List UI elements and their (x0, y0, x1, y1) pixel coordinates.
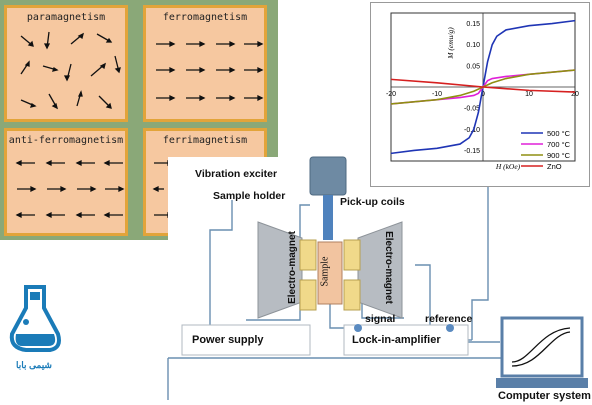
legend-label: ZnO (547, 162, 562, 171)
logo-text: شیمی بابا (16, 360, 52, 370)
reference-port (446, 324, 454, 332)
computer-system-label: Computer system (498, 390, 591, 402)
chart-legend: 500 °C 700 °C 900 °C ZnO (521, 129, 571, 171)
chart-lines (390, 19, 576, 155)
electromagnet-left-label: Electro-magnet (286, 231, 298, 304)
vibration-exciter (309, 156, 347, 196)
signal-port (354, 324, 362, 332)
magnetization-chart: -20 -10 0 10 20 -0.15 -0.10 -0.05 0.05 0.10 0.15 H … (370, 2, 590, 187)
x-tick-label: 10 (525, 91, 533, 98)
flask-logo (9, 285, 61, 352)
ferromagnetism-label: ferromagnetism (162, 12, 248, 23)
y-tick-label: 0.15 (466, 21, 480, 28)
ferrimagnetism-label: ferrimagnetism (162, 135, 248, 146)
pickup-coils-label: Pick-up coils (340, 196, 405, 208)
ferromagnetism-box: ferromagnetism (143, 5, 267, 122)
antiferromagnetism-arrows (15, 159, 125, 219)
x-tick-label: -20 (386, 91, 396, 98)
legend-label: 900 °C (547, 151, 571, 160)
pickup-coil-1 (299, 239, 317, 271)
pickup-coil-3 (343, 239, 361, 271)
antiferromagnetism-box: anti-ferromagnetism (4, 128, 128, 236)
sample-block (317, 241, 343, 305)
sample-holder-label: Sample holder (213, 190, 286, 202)
y-tick-label: 0.10 (466, 42, 480, 49)
y-tick-label: -0.10 (464, 127, 480, 134)
antiferromagnetism-label: anti-ferromagnetism (8, 135, 124, 146)
ferromagnetism-arrows (156, 40, 264, 102)
hysteresis-icon (511, 327, 571, 367)
lock-in-label: Lock-in-amplifier (352, 334, 441, 346)
y-tick-label: -0.15 (464, 148, 480, 155)
x-tick-label: -10 (432, 91, 442, 98)
x-tick-label: 0 (481, 91, 485, 98)
y-tick-label: -0.05 (464, 106, 480, 113)
legend-label: 500 °C (547, 129, 571, 138)
power-supply-box (181, 324, 311, 356)
paramagnetism-box: paramagnetism (4, 5, 128, 122)
x-axis-label: H (kOe) (495, 162, 521, 171)
series-line (390, 78, 576, 93)
electromagnet-right-label: Electro-magnet (382, 231, 394, 304)
power-supply-label: Power supply (192, 334, 264, 346)
electromagnet-right (357, 221, 403, 319)
vibration-exciter-label: Vibration exciter (195, 168, 278, 180)
signal-label: signal (365, 313, 396, 325)
x-tick-label: 20 (571, 91, 579, 98)
reference-label: reference (425, 313, 473, 325)
computer-base (496, 378, 588, 388)
pickup-coil-4 (343, 279, 361, 311)
y-axis-label: M (emu/g) (446, 27, 455, 60)
paramagnetism-arrows (20, 31, 121, 110)
computer-monitor (500, 316, 584, 378)
y-tick-label: 0.05 (466, 63, 480, 70)
sample-label: Sample (319, 256, 331, 287)
chart-axes: -20 -10 0 10 20 -0.15 -0.10 -0.05 0.05 0.10 0.15 H … (386, 12, 579, 171)
sample-holder-rod (323, 195, 333, 240)
legend-label: 700 °C (547, 140, 571, 149)
pickup-coil-2 (299, 279, 317, 311)
paramagnetism-label: paramagnetism (26, 12, 106, 23)
